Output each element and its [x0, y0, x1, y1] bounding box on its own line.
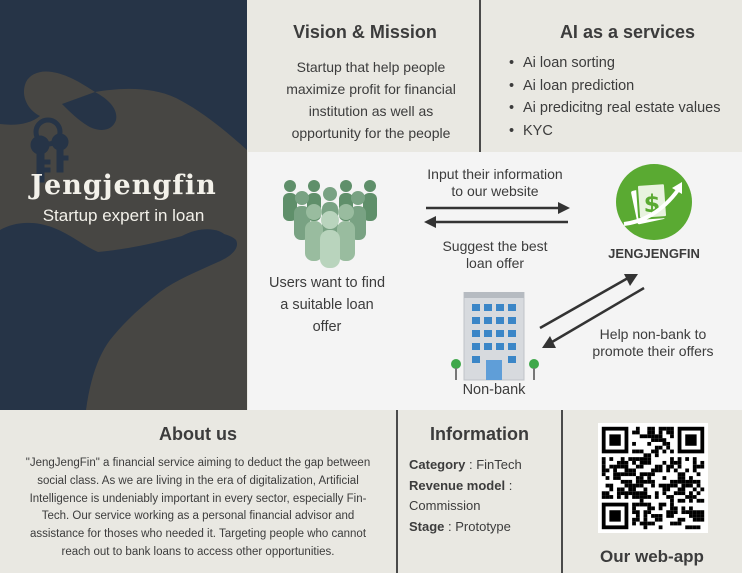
information-title: Information [430, 424, 529, 444]
revenue-row: Revenue model : [409, 477, 513, 493]
revenue-value: Commission [409, 498, 481, 513]
list-item: Ai predicitng real estate values [509, 97, 720, 120]
exchange-arrows [424, 202, 570, 228]
divider [396, 410, 398, 573]
nonbank-arrows [539, 274, 645, 348]
hands-key-illustration [0, 0, 247, 410]
vision-line: opportunity for the people [291, 125, 451, 141]
brand-tagline: Startup expert in loan [42, 206, 205, 225]
ai-services-list: Ai loan sorting Ai loan prediction Ai pr… [509, 52, 720, 142]
webapp-caption: Our web-app [600, 547, 704, 566]
about-title: About us [159, 424, 237, 444]
suggest-caption: Suggest the best loan offer [442, 238, 548, 271]
nonbank-caption: Non-bank [462, 382, 526, 398]
process-diagram: Users want to find a suitable loan offer… [248, 152, 742, 410]
about-text: "JengJengFin" a financial service aiming… [25, 457, 371, 558]
vision-line: Startup that help people [296, 59, 446, 75]
vision-title: Vision & Mission [293, 22, 437, 42]
list-item: Ai loan sorting [509, 52, 720, 75]
users-group-icon [283, 180, 377, 268]
help-caption: Help non-bank to promote their offers [592, 326, 714, 359]
hero-banner: Jengjengfin Startup expert in loan [0, 0, 247, 410]
information-block: Category : FinTech Revenue model : Commi… [409, 455, 559, 537]
list-item: Ai loan prediction [509, 75, 720, 98]
qr-code[interactable] [598, 423, 708, 533]
building-icon [451, 292, 539, 381]
input-caption: Input their information to our website [427, 166, 563, 199]
vision-text: Startup that help people maximize profit… [250, 56, 492, 144]
logo-name: JENGJENGFIN [608, 246, 700, 261]
brand-name: Jengjengfin [30, 170, 217, 201]
divider [479, 0, 481, 152]
divider [561, 410, 563, 573]
ai-services-title: AI as a services [559, 22, 696, 42]
vision-line: institution as well as [308, 103, 434, 119]
stage-row: Stage : Prototype [409, 518, 511, 534]
category-row: Category : FinTech [409, 457, 522, 472]
users-caption: Users want to find a suitable loan offer [268, 275, 386, 335]
vision-line: maximize profit for financial [286, 81, 456, 97]
qr-code-icon [601, 426, 705, 530]
list-item: KYC [509, 120, 720, 143]
jengjengfin-logo-icon: $ [616, 164, 692, 240]
